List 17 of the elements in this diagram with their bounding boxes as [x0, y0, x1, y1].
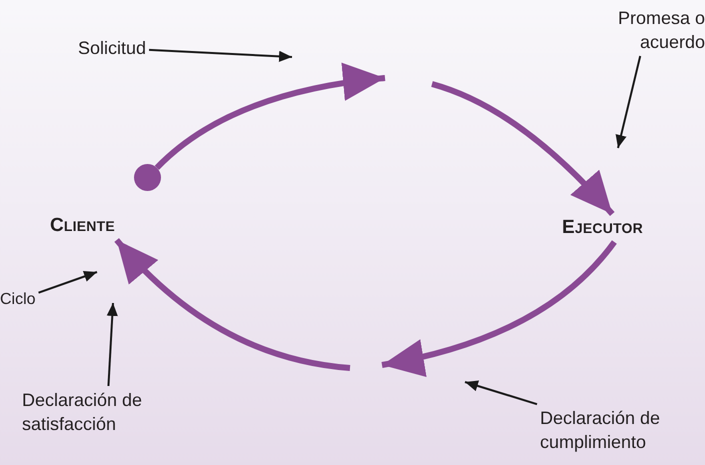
- role-label: EJECUTOR: [562, 216, 644, 240]
- leader-arrow: [464, 380, 538, 406]
- cycle-arrow: [114, 238, 350, 371]
- leader-arrow: [616, 56, 642, 148]
- callout-label: Solicitud: [78, 37, 146, 60]
- callout-label: Declaración de cumplimiento: [540, 407, 662, 454]
- leader-arrow: [149, 48, 292, 62]
- start-dot: [134, 164, 161, 191]
- cycle-arrow: [381, 240, 617, 376]
- callout-label: Ciclo: [0, 290, 36, 310]
- callout-label: Promesa o acuerdo: [616, 7, 705, 54]
- cycle-arrow: [154, 63, 386, 170]
- leader-arrow: [106, 302, 118, 386]
- leader-arrow: [38, 271, 98, 294]
- role-label: CLIENTE: [50, 214, 116, 238]
- callout-label: Declaración de satisfacción: [22, 389, 144, 436]
- cycle-arrow: [431, 81, 615, 216]
